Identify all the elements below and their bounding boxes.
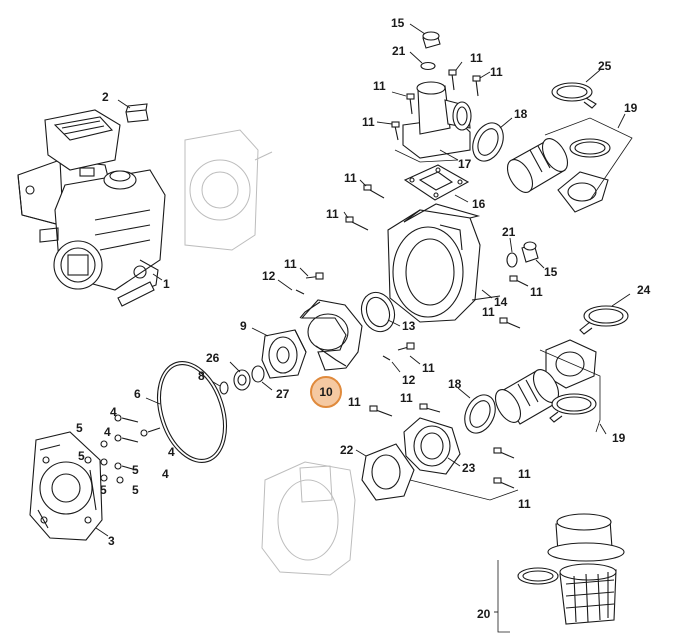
part-20-strainer[interactable]	[517, 513, 625, 625]
part-19-hose-fitting-top[interactable]	[502, 134, 611, 213]
bolts-housing[interactable]	[345, 184, 385, 231]
part-21-ring-right[interactable]	[506, 252, 518, 268]
label-19b: 19	[612, 431, 626, 445]
label-11l: 11	[400, 391, 413, 405]
label-16: 16	[472, 197, 486, 211]
label-4b: 4	[104, 425, 111, 439]
label-14: 14	[494, 295, 508, 309]
label-20: 20	[477, 607, 491, 621]
label-18a: 18	[514, 107, 528, 121]
part-13-gasket[interactable]	[356, 288, 400, 337]
label-8: 8	[198, 369, 205, 383]
part-12-pin-b[interactable]	[382, 355, 391, 361]
highlight-label-10: 10	[319, 385, 333, 399]
label-5e: 5	[132, 483, 139, 497]
studs-4-5[interactable]	[100, 414, 161, 484]
part-8[interactable]	[219, 381, 229, 395]
bolt-11-g[interactable]	[509, 275, 529, 287]
label-21a: 21	[392, 44, 406, 58]
bolt-11-h[interactable]	[499, 317, 521, 329]
label-4c: 4	[168, 445, 175, 459]
label-15a: 15	[391, 16, 405, 30]
part-15-plug-right[interactable]	[521, 241, 539, 263]
part-18-gasket-bottom[interactable]	[459, 390, 501, 438]
part-26-seal[interactable]	[233, 369, 251, 391]
part-17-elbow[interactable]	[402, 81, 472, 159]
label-26: 26	[206, 351, 220, 365]
engine-part[interactable]	[17, 109, 166, 307]
label-12b: 12	[402, 373, 416, 387]
label-11f: 11	[326, 207, 339, 221]
part-22-gasket[interactable]	[361, 443, 415, 501]
label-25: 25	[598, 59, 612, 73]
part-12-pin-a[interactable]	[295, 289, 305, 295]
label-27: 27	[276, 387, 290, 401]
label-22: 22	[340, 443, 354, 457]
label-18b: 18	[448, 377, 462, 391]
ghost-housing-top	[184, 129, 273, 251]
label-19a: 19	[624, 101, 638, 115]
label-11i: 11	[284, 257, 297, 271]
label-5c: 5	[132, 463, 139, 477]
label-17: 17	[458, 157, 472, 171]
bolt-11-i[interactable]	[305, 272, 324, 280]
part-2-cap[interactable]	[125, 103, 149, 123]
part-23-flange[interactable]	[403, 417, 461, 475]
label-21b: 21	[502, 225, 516, 239]
label-3: 3	[108, 534, 115, 548]
label-11j: 11	[422, 361, 435, 375]
label-11b: 11	[490, 65, 503, 79]
part-16-gasket[interactable]	[403, 164, 470, 201]
label-11n: 11	[518, 497, 531, 511]
label-4d: 4	[162, 467, 169, 481]
part-25-clamp-top[interactable]	[551, 82, 597, 109]
part-18-gasket-top[interactable]	[467, 118, 509, 166]
label-5d: 5	[100, 483, 107, 497]
label-6: 6	[134, 387, 141, 401]
label-13: 13	[402, 319, 416, 333]
label-11a: 11	[470, 51, 483, 65]
part-27-ring[interactable]	[251, 365, 265, 383]
label-5b: 5	[78, 449, 85, 463]
part-10-volute[interactable]	[299, 299, 363, 371]
label-11h: 11	[482, 305, 495, 319]
part-3-back-plate[interactable]	[29, 431, 103, 541]
part-24-clamp[interactable]	[579, 305, 629, 335]
label-9: 9	[240, 319, 247, 333]
label-2: 2	[102, 90, 109, 104]
bolts-flange[interactable]	[369, 403, 515, 489]
label-11m: 11	[518, 467, 531, 481]
highlight-circle-part-10[interactable]	[310, 376, 342, 408]
ghost-housing-bottom	[261, 461, 356, 576]
bolts-elbow[interactable]	[391, 69, 481, 141]
label-11c: 11	[373, 79, 386, 93]
label-11k: 11	[348, 395, 361, 409]
bolt-11-j[interactable]	[397, 342, 415, 351]
part-19-hose-fitting-bottom[interactable]	[490, 339, 597, 427]
part-21-ring-top[interactable]	[420, 61, 436, 71]
label-1: 1	[163, 277, 170, 291]
part-15-plug-top[interactable]	[422, 31, 441, 49]
label-4a: 4	[110, 405, 117, 419]
label-12a: 12	[262, 269, 276, 283]
label-5a: 5	[76, 421, 83, 435]
label-11g: 11	[530, 285, 543, 299]
label-11d: 11	[362, 115, 375, 129]
part-14-pump-housing[interactable]	[387, 203, 501, 323]
label-23: 23	[462, 461, 476, 475]
label-11e: 11	[344, 171, 357, 185]
part-9-impeller[interactable]	[261, 329, 307, 379]
part-6-oring[interactable]	[145, 353, 238, 472]
label-24: 24	[637, 283, 651, 297]
label-15b: 15	[544, 265, 558, 279]
